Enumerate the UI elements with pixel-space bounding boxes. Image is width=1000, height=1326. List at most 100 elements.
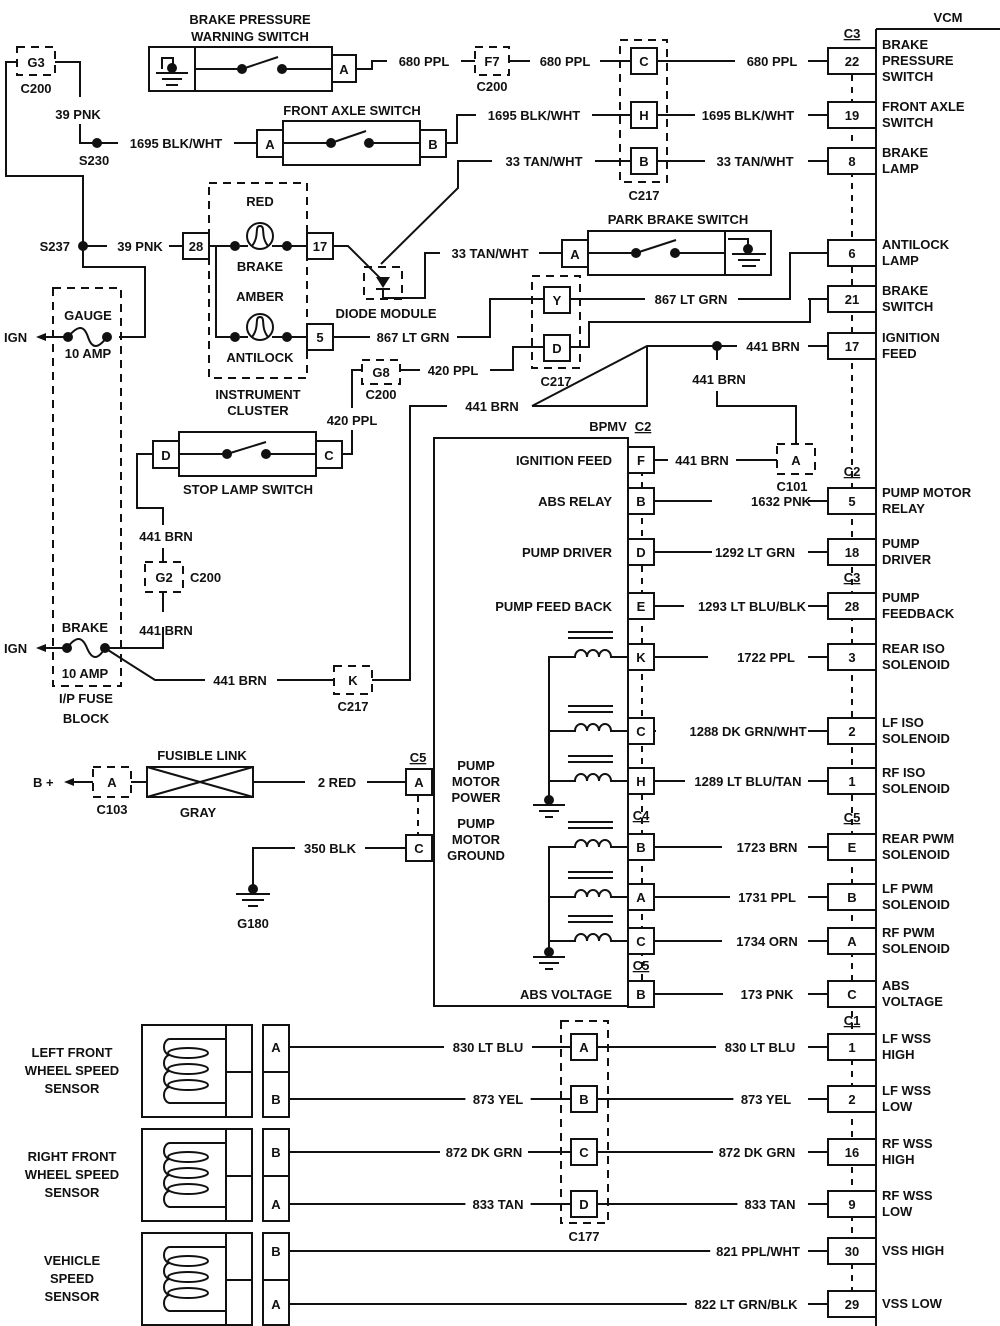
bpmv-pin-D: D PUMP DRIVER	[522, 538, 712, 566]
svg-text:D: D	[161, 448, 170, 463]
c103-pin: A	[107, 775, 117, 790]
sensor-pin: B	[271, 1244, 280, 1259]
vcm-pin-label: LAMP	[882, 253, 919, 268]
vcm-pin-label: ANTILOCK	[882, 237, 950, 252]
wire-label: 872 DK GRN	[719, 1145, 796, 1160]
wire-label-33-tan: 33 TAN/WHT	[451, 246, 528, 261]
vcm-pin-number: 2	[848, 724, 855, 739]
ground-icon	[533, 947, 565, 970]
vcm-pin-label: SOLENOID	[882, 657, 950, 672]
pin-letter: A	[579, 1040, 589, 1055]
svg-text:C217: C217	[628, 188, 659, 203]
vcm-pin-label: SWITCH	[882, 69, 933, 84]
wire-label-441-brn: 441 BRN	[139, 623, 192, 638]
svg-text:C: C	[639, 54, 649, 69]
vcm-pin-number: E	[848, 840, 857, 855]
vcm-pin-label: DRIVER	[882, 552, 932, 567]
connector-c200-f7: F7 C200	[474, 46, 510, 94]
sensor-coil-icon	[163, 1142, 226, 1208]
wire-label: 1288 DK GRN/WHT	[689, 724, 806, 739]
vcm-title: VCM	[934, 10, 963, 25]
vcm-pin-label: SOLENOID	[882, 731, 950, 746]
svg-text:C: C	[324, 448, 334, 463]
pin-letter: C	[579, 1145, 589, 1160]
wire-label-441-brn: 441 BRN	[675, 453, 728, 468]
vcm-pin-label: FRONT AXLE	[882, 99, 965, 114]
vcm-pin-label: BRAKE	[882, 145, 929, 160]
vcm-pin-number: 17	[845, 339, 859, 354]
bpmv-connector-c2: C2	[635, 419, 652, 434]
sensor-title: WHEEL SPEED	[25, 1063, 119, 1078]
internal-ground-wires	[548, 656, 573, 955]
wire-label-867: 867 LT GRN	[377, 330, 450, 345]
svg-text:WARNING SWITCH: WARNING SWITCH	[191, 29, 309, 44]
vcm-pin-label: VSS HIGH	[882, 1243, 944, 1258]
solenoid-coils	[568, 631, 628, 942]
svg-text:RED: RED	[246, 194, 273, 209]
vcm-pin-label: PUMP	[882, 536, 920, 551]
bpmv-pin-letter: D	[636, 545, 645, 560]
wire-label-1695: 1695 BLK/WHT	[702, 108, 795, 123]
bpmv-pin-label: MOTOR	[452, 832, 501, 847]
ign-label: IGN	[4, 641, 27, 656]
svg-text:INSTRUMENT: INSTRUMENT	[215, 387, 300, 402]
pin-letter: B	[579, 1092, 588, 1107]
sensor-title: VEHICLE	[44, 1253, 101, 1268]
svg-text:F7: F7	[484, 54, 499, 69]
svg-text:K: K	[348, 673, 358, 688]
wire-label-441-brn: 441 BRN	[213, 673, 266, 688]
vcm-pin-label: RF WSS	[882, 1188, 933, 1203]
ground-icon	[156, 57, 188, 86]
svg-text:BRAKE: BRAKE	[237, 259, 284, 274]
svg-text:PARK BRAKE SWITCH: PARK BRAKE SWITCH	[608, 212, 749, 227]
vcm-pin-label: HIGH	[882, 1047, 915, 1062]
bpmv-pin-label: IGNITION FEED	[516, 453, 612, 468]
connector-c217-k: K C217	[333, 665, 373, 714]
brake-fuse: BRAKE 10 AMP IGN	[4, 620, 110, 681]
wire-label-441-brn: 441 BRN	[746, 339, 799, 354]
connector-c217-top: C H B C217	[619, 39, 668, 203]
wire-label-1695: 1695 BLK/WHT	[130, 136, 223, 151]
bpmv-pin-label: PUMP DRIVER	[522, 545, 613, 560]
wire-label-680-ppl: 680 PPL	[540, 54, 591, 69]
svg-text:FUSIBLE LINK: FUSIBLE LINK	[157, 748, 247, 763]
connector-c177: C177	[560, 1020, 609, 1244]
battery-label: B +	[33, 775, 54, 790]
bpmv-pin-letter: E	[637, 599, 646, 614]
wire-label: 873 YEL	[473, 1092, 523, 1107]
svg-text:GAUGE: GAUGE	[64, 308, 112, 323]
svg-text:B: B	[639, 154, 648, 169]
wire-label-441-brn: 441 BRN	[139, 529, 192, 544]
svg-text:5: 5	[316, 330, 323, 345]
solenoid-coil-icon	[568, 755, 628, 782]
wire-label: 1734 ORN	[736, 934, 797, 949]
bpmv-pin-label: ABS RELAY	[538, 494, 612, 509]
vcm-pin-number: C	[847, 987, 857, 1002]
wire-label: 1293 LT BLU/BLK	[698, 599, 807, 614]
vcm-pin-label: HIGH	[882, 1152, 915, 1167]
vcm-pin-label: SWITCH	[882, 299, 933, 314]
svg-text:C101: C101	[776, 479, 807, 494]
svg-text:C177: C177	[568, 1229, 599, 1244]
vcm-pin-number: 21	[845, 292, 859, 307]
vcm-pin-label: BRAKE	[882, 283, 929, 298]
wire-label-33-tan: 33 TAN/WHT	[716, 154, 793, 169]
connector-c217-mid: Y D C217	[531, 275, 581, 389]
svg-text:G3: G3	[27, 55, 44, 70]
wire-label-420-ppl: 420 PPL	[327, 413, 378, 428]
vcm-pin-label: ABS	[882, 978, 910, 993]
vcm-pin-number: 1	[848, 774, 855, 789]
